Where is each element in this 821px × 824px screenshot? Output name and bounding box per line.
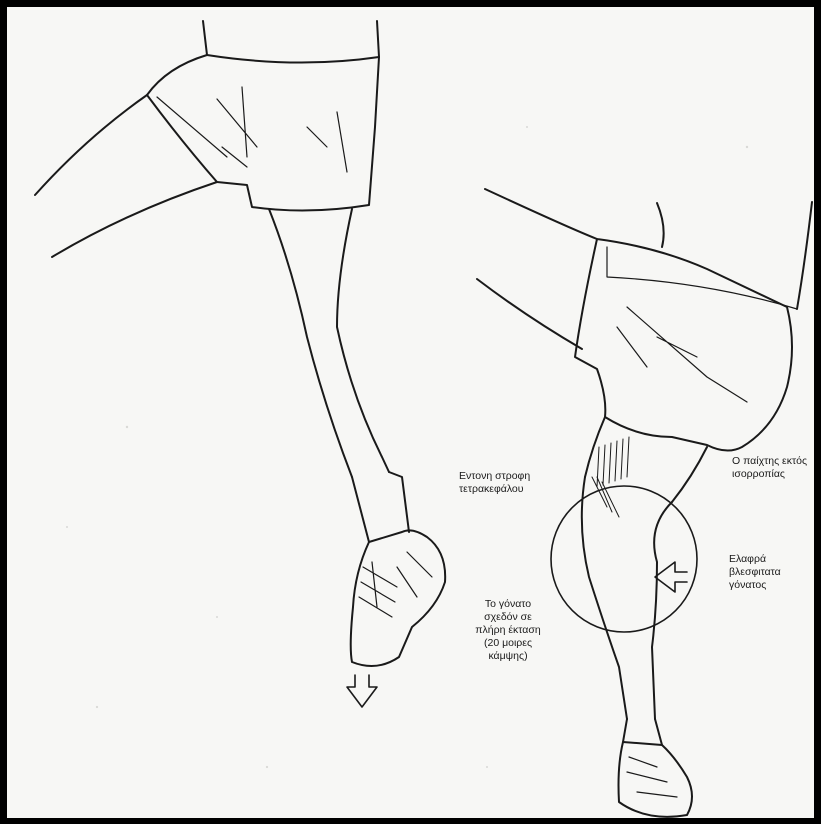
knee-inward-arrow — [655, 562, 687, 592]
knee-injury-illustration — [7, 7, 821, 824]
right-shoe-laces — [627, 757, 677, 797]
left-down-arrow — [347, 675, 377, 707]
right-lower-leg — [582, 477, 672, 719]
paper-texture — [66, 126, 748, 768]
knee-highlight-circle — [551, 486, 697, 632]
left-shorts-folds — [157, 87, 347, 172]
left-shorts-waistband — [203, 21, 379, 63]
annotation-tibial-rotation: Εντονη στροφη τετρακεφάλου — [459, 470, 569, 496]
left-back-thigh — [35, 95, 217, 257]
left-shoe-laces — [359, 552, 432, 617]
annotation-player-off-balance: Ο παίχτης εκτός ισορροπίας — [732, 455, 821, 481]
right-thigh-shading — [592, 437, 629, 517]
left-shoe — [351, 530, 445, 666]
annotation-slight-knee-flexion: Ελαφρά βλεσφιτατα γόνατος — [729, 553, 819, 592]
right-sock — [623, 719, 662, 745]
left-standing-leg — [269, 209, 389, 477]
left-shorts — [147, 55, 379, 211]
right-shorts-folds — [607, 247, 797, 402]
right-figure — [477, 189, 812, 817]
left-figure — [35, 21, 445, 707]
annotation-knee-extension: Το γόνατο σχεδόν σε πλήρη έκταση (20 μοι… — [463, 598, 553, 663]
